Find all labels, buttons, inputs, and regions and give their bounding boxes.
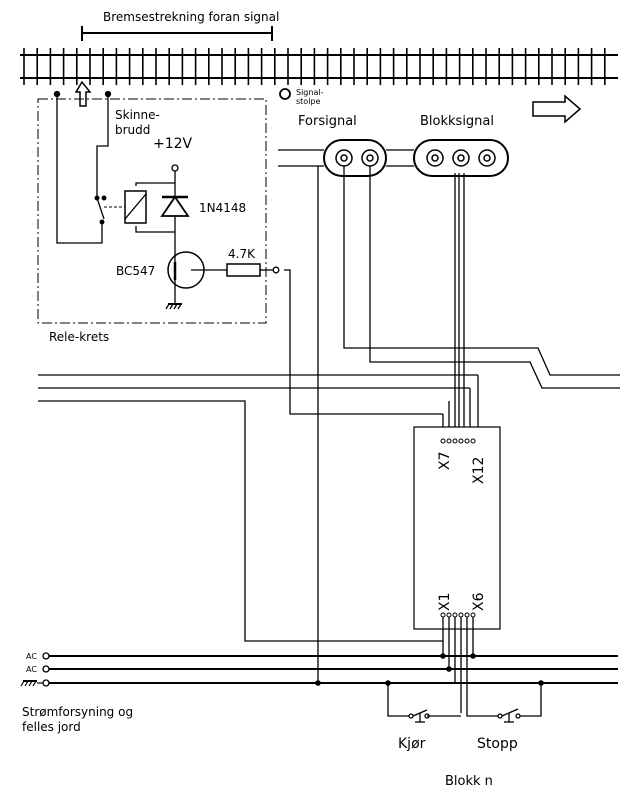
right-arrow-icon <box>532 94 582 124</box>
module-bottom-wiring <box>387 617 542 717</box>
transistor-label: BC547 <box>116 264 155 278</box>
power-terminals <box>42 652 50 687</box>
distant-signal-label: Forsignal <box>298 114 357 129</box>
go-switch-label: Kjør <box>398 736 426 752</box>
pin-x12-label: X12 <box>471 457 487 484</box>
stop-switch-label: Stopp <box>477 736 518 752</box>
pin-x7-label: X7 <box>437 452 453 471</box>
signal-post-lines <box>278 149 414 167</box>
module-pins-top <box>440 438 476 618</box>
block-signal-head <box>413 139 509 177</box>
signal-post-label-1: Signal- <box>296 88 324 97</box>
relay-circuit-boundary <box>37 98 267 324</box>
power-supply-label-1: Strømforsyning og <box>22 705 133 719</box>
diode-label: 1N4148 <box>199 201 246 215</box>
block-signal-label: Blokksignal <box>420 114 494 129</box>
signal-post-label-2: stolpe <box>296 97 321 106</box>
ground-icon <box>20 680 43 687</box>
up-arrow-icon <box>74 80 92 107</box>
signal-lamp-icon <box>323 139 387 177</box>
rail-break-label-1: Skinne- <box>115 108 160 122</box>
pin-x6-label: X6 <box>471 592 487 611</box>
power-supply-label-2: felles jord <box>22 720 81 734</box>
relay-output-terminal <box>272 266 280 274</box>
rail-break-label-2: brudd <box>115 123 150 137</box>
relay-circuit-label: Rele-krets <box>49 330 109 344</box>
block-module <box>413 426 501 630</box>
ac2-label: AC <box>26 665 37 674</box>
switch-icon[interactable] <box>408 709 461 723</box>
resistor-label: 4.7K <box>228 247 256 261</box>
signal-wiring <box>38 166 620 683</box>
block-name-label: Blokk n <box>445 774 493 789</box>
braking-distance-bracket <box>81 26 273 41</box>
stop-switch-icon[interactable] <box>497 708 521 723</box>
ac1-label: AC <box>26 652 37 661</box>
power-buses <box>48 655 618 684</box>
pin-x1-label: X1 <box>437 593 453 612</box>
ground-icon <box>165 303 182 310</box>
signal-post-icon <box>279 88 291 100</box>
junction-dots <box>315 653 544 686</box>
relay-wiring <box>53 90 274 271</box>
transistor-icon <box>167 251 205 303</box>
relay-icon <box>104 190 147 224</box>
supply-terminal <box>171 164 179 172</box>
diode-icon <box>160 195 190 217</box>
supply-12v-label: +12V <box>153 136 193 152</box>
braking-distance-label: Bremsestrekning foran signal <box>103 10 279 24</box>
track-icon <box>20 48 618 85</box>
resistor-icon <box>226 263 261 277</box>
